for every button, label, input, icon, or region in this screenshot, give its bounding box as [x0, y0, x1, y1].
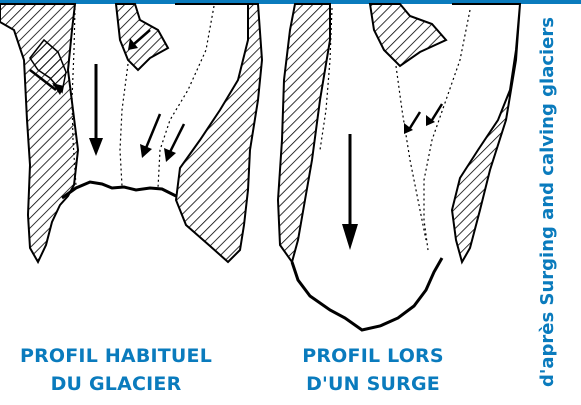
medial-flowline	[120, 64, 128, 186]
surge-medial-flowline	[396, 66, 426, 240]
flow-arrow-main	[89, 64, 103, 156]
caption-surge-line1: PROFIL LORS	[273, 342, 473, 370]
caption-usual-line2: DU GLACIER	[0, 370, 232, 398]
surge-flow-arrow-main	[342, 134, 358, 250]
surge-profile-panel	[278, 4, 520, 330]
left-valley-wall	[0, 4, 78, 262]
source-credit-text: d'après Surging and calving glaciers	[537, 17, 559, 387]
surge-right-valley-wall	[452, 4, 520, 262]
caption-surge-line2: D'UN SURGE	[273, 370, 473, 398]
surge-terminus	[292, 258, 442, 330]
caption-surge-profile: PROFIL LORS D'UN SURGE	[273, 342, 473, 398]
caption-usual-profile: PROFIL HABITUEL DU GLACIER	[0, 342, 232, 398]
usual-profile-panel	[0, 4, 262, 262]
surge-flow-arrow-right-b	[426, 104, 442, 126]
glacier-terminus	[62, 182, 176, 198]
flow-arrow-right-outer	[164, 124, 184, 162]
flow-arrow-right	[140, 114, 160, 158]
surge-medial-ridge	[370, 4, 446, 66]
surge-flow-arrow-right-a	[404, 112, 420, 134]
caption-usual-line1: PROFIL HABITUEL	[0, 342, 232, 370]
right-valley-wall	[175, 4, 262, 262]
